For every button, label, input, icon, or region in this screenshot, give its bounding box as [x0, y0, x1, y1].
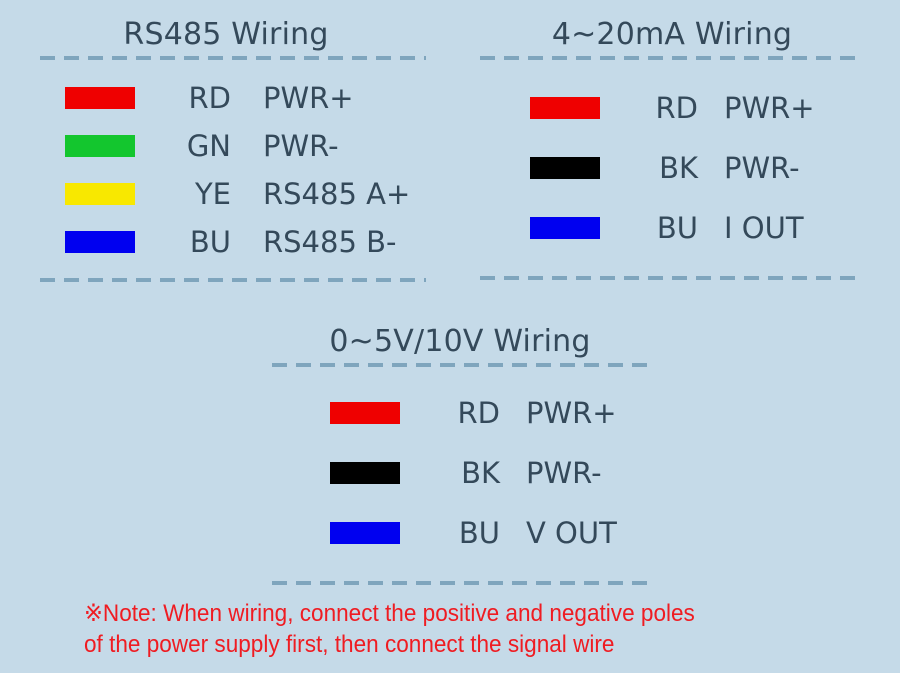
wiring-row: GN PWR-	[20, 122, 440, 170]
green-swatch	[65, 135, 135, 157]
wire-code: BU	[189, 225, 231, 259]
wiring-row: YE RS485 A+	[20, 170, 440, 218]
wire-code: BK	[659, 151, 698, 185]
wiring-row: RD PWR+	[250, 383, 670, 443]
black-swatch	[530, 157, 600, 179]
panel-title-rs485: RS485 Wiring	[123, 17, 329, 52]
wire-function: PWR+	[263, 81, 354, 115]
divider-top-4-20ma	[480, 56, 864, 60]
wiring-row: BK PWR-	[462, 138, 882, 198]
panel-rs485-wiring: RS485 Wiring RD PWR+ GN PWR- YE RS485 A+…	[20, 18, 440, 282]
divider-bottom-rs485	[40, 278, 426, 282]
wire-code: BU	[458, 516, 500, 550]
black-swatch	[330, 462, 400, 484]
yellow-swatch	[65, 183, 135, 205]
wiring-row-list-rs485: RD PWR+ GN PWR- YE RS485 A+ BU RS485 B-	[20, 60, 440, 278]
wire-function: V OUT	[526, 516, 617, 550]
wire-code: YE	[194, 177, 231, 211]
wiring-row: BU V OUT	[250, 503, 670, 563]
divider-top-0-5v-10v	[272, 363, 656, 367]
wire-function: RS485 B-	[263, 225, 397, 259]
wire-code: RD	[457, 396, 500, 430]
wire-function: PWR+	[724, 91, 815, 125]
wire-function: PWR-	[526, 456, 602, 490]
warning-note-line-2: of the power supply first, then connect …	[84, 631, 615, 658]
warning-note: ※Note: When wiring, connect the positive…	[84, 598, 798, 660]
red-swatch	[330, 402, 400, 424]
blue-swatch	[65, 231, 135, 253]
panel-title-0-5v-10v: 0~5V/10V Wiring	[329, 324, 591, 359]
wire-code: GN	[186, 129, 231, 163]
wiring-row: BK PWR-	[250, 443, 670, 503]
wire-code: BK	[461, 456, 500, 490]
panel-title-4-20ma: 4~20mA Wiring	[551, 17, 793, 52]
wiring-row-list-4-20ma: RD PWR+ BK PWR- BU I OUT	[462, 60, 882, 276]
wire-function: PWR-	[263, 129, 339, 163]
red-swatch	[530, 97, 600, 119]
wire-code: RD	[655, 91, 698, 125]
wire-function: PWR-	[724, 151, 800, 185]
red-swatch	[65, 87, 135, 109]
blue-swatch	[330, 522, 400, 544]
wire-function: I OUT	[724, 211, 804, 245]
wiring-row: RD PWR+	[462, 78, 882, 138]
wiring-row: RD PWR+	[20, 74, 440, 122]
wiring-row: BU RS485 B-	[20, 218, 440, 266]
wire-code: BU	[656, 211, 698, 245]
divider-bottom-0-5v-10v	[272, 581, 656, 585]
wire-function: PWR+	[526, 396, 617, 430]
blue-swatch	[530, 217, 600, 239]
wiring-row: BU I OUT	[462, 198, 882, 258]
warning-note-line-1: ※Note: When wiring, connect the positive…	[84, 600, 695, 627]
panel-4-20ma-wiring: 4~20mA Wiring RD PWR+ BK PWR- BU I OUT	[462, 18, 882, 280]
wiring-row-list-0-5v-10v: RD PWR+ BK PWR- BU V OUT	[250, 367, 670, 581]
wire-code: RD	[188, 81, 231, 115]
divider-bottom-4-20ma	[480, 276, 864, 280]
divider-top-rs485	[40, 56, 426, 60]
panel-0-5v-10v-wiring: 0~5V/10V Wiring RD PWR+ BK PWR- BU V OUT	[250, 325, 670, 585]
wire-function: RS485 A+	[263, 177, 411, 211]
